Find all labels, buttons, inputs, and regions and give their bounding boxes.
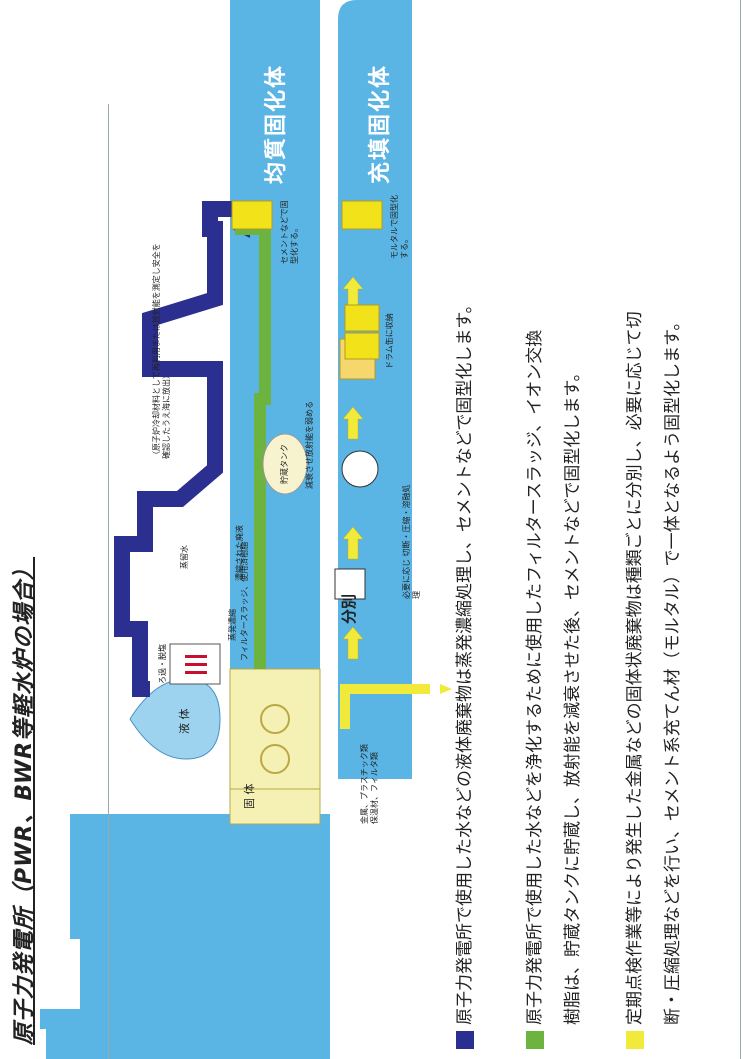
drum-label: ドラム缶に収納 [385,313,394,369]
plant-silhouette [40,814,330,1059]
mortar-note: モルタルで固型化する。 [390,195,409,259]
distillate-label: 蒸留水 [180,545,189,569]
filtration-label: ろ過・脱塩 [158,644,167,684]
legend-swatch-yellow [626,1031,644,1049]
arrow-2 [342,526,364,560]
legend-text-liquid: 原子力発電所で使用した水などの液体廃棄物は蒸発濃縮処理し、セメントなどで固型化し… [455,296,475,1025]
solid-path-l [340,684,430,729]
sorting-label: 分別 [340,593,358,624]
reuse-note: （原子炉冷却材料として再利用または放射能を測定し安全を確認したうえ海に放出） [152,243,171,459]
decay-note: 減衰させ放射能を弱める [305,401,314,489]
band-homogeneous [230,0,320,779]
band-filled-label: 充填固化体 [368,63,393,184]
storage-tank [262,433,308,495]
legend-text-sludge-1: 原子力発電所で使用した水などを浄化するために使用したフィルタースラッジ、イオン交… [525,329,545,1025]
solid-label: 固 体 [243,783,256,810]
drums-filled [344,304,380,360]
legend-swatch-green [526,1031,544,1049]
processing-label: 必要に応じ 切断・圧縮・溶融処理 [402,484,421,599]
solid-box [229,668,321,790]
bottom-rule [740,0,741,1059]
legend-text-solid-1: 定期点検作業等により発生した金属などの固体状廃棄物は種類ごとに分別し、必要に応じ… [625,311,645,1025]
liquid-drop [129,678,221,760]
legend-swatch-blue [456,1031,474,1049]
legend-text-sludge-2: 樹脂は、貯蔵タンクに貯蔵し、放射能を減衰させた後、セメントなどで固型化します。 [563,364,583,1025]
liquid-pipe [114,201,240,697]
arrow-3 [342,406,364,440]
arrow-1 [342,626,364,660]
liquid-label: 液 体 [178,708,191,735]
storage-tank-label: 貯蔵タンク [280,444,289,484]
drum-filled-final [341,200,383,230]
sorting-items: 金属、プラスチック類 保温材、フィルタ類 [360,744,379,824]
cement-note: セメントなどで固型化する。 [280,200,299,264]
legend-text-solid-2: 断・圧縮処理などを行い、セメント系充てん材（モルタル）で一体となるよう固型化しま… [663,313,683,1025]
drum-homogeneous [231,200,273,230]
band-homogeneous-label: 均質固化体 [264,63,289,184]
evaporation-label: 蒸発濃縮 [228,609,237,641]
concentrated-label: 濃縮された廃液 [235,525,244,581]
